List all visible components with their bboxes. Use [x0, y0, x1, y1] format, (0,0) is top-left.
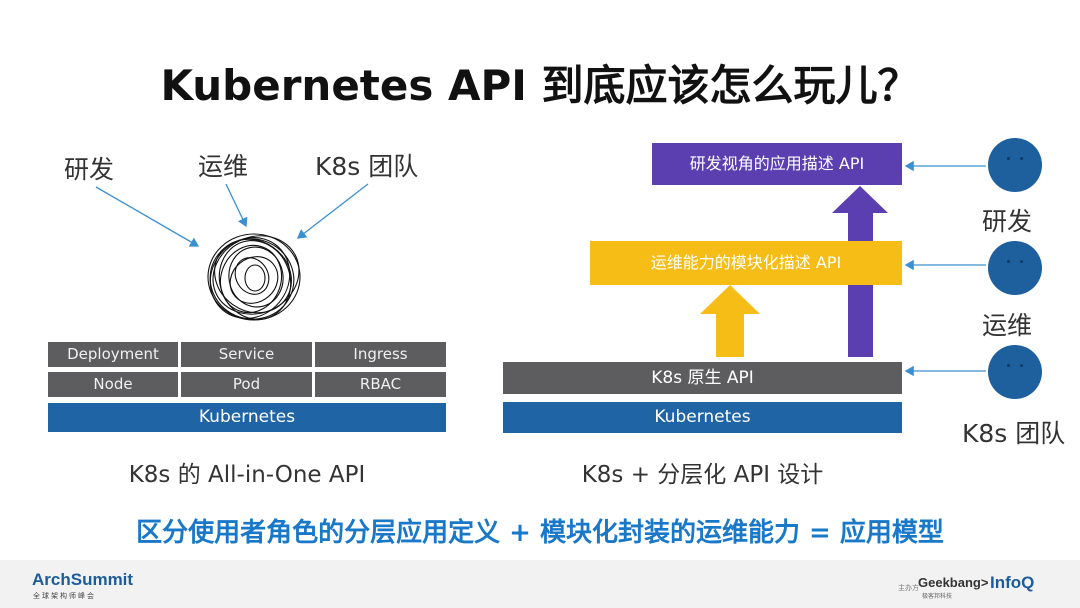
right-caption: K8s + 分层化 API 设计 [581, 462, 824, 488]
api-cell-pod: Pod [181, 372, 312, 397]
k8s-to-blob-line [296, 183, 369, 239]
geekbang-logo-sub: 极客邦科技 [922, 593, 953, 600]
persona-ops-label: 运维 [982, 311, 1033, 340]
dev-to-blob-line [95, 186, 200, 247]
eye-icon [1020, 364, 1023, 367]
api-cell-rbac: RBAC [315, 372, 446, 397]
ops-to-blob-line [225, 183, 248, 228]
eye-icon [1007, 260, 1010, 263]
api-cell-node: Node [48, 372, 178, 397]
archsummit-logo-sub: 全球架构师峰会 [33, 592, 96, 600]
role-label-dev: 研发 [64, 155, 115, 184]
api-cell-deployment: Deployment [48, 342, 178, 367]
tangled-api-scribble [207, 233, 301, 321]
ops-capability-api-box: 运维能力的模块化描述 API [590, 241, 902, 285]
dev-perspective-api-box: 研发视角的应用描述 API [652, 143, 902, 185]
geekbang-logo: Geekbang> [918, 575, 989, 590]
organizer-label: 主办方 [898, 584, 919, 592]
eye-icon [1007, 157, 1010, 160]
slide-title: Kubernetes API 到底应该怎么玩儿？ [160, 61, 920, 110]
persona-k8s-team-label: K8s 团队 [962, 419, 1066, 448]
eye-icon [1020, 157, 1023, 160]
role-label-ops: 运维 [198, 152, 249, 181]
ops-layer-up-arrow [700, 285, 760, 357]
persona-k8s-team-avatar [988, 345, 1042, 399]
archsummit-logo: ArchSummit [32, 570, 134, 589]
eye-icon [1007, 364, 1010, 367]
persona-dev-avatar [988, 138, 1042, 192]
bottom-statement: 区分使用者角色的分层应用定义 + 模块化封装的运维能力 = 应用模型 [136, 518, 944, 548]
persona-dev-label: 研发 [982, 207, 1033, 236]
left-kubernetes-bar: Kubernetes [48, 403, 446, 432]
role-label-k8s-team: K8s 团队 [315, 152, 419, 181]
api-cell-ingress: Ingress [315, 342, 446, 367]
api-cell-service: Service [181, 342, 312, 367]
persona-ops-avatar [988, 241, 1042, 295]
k8s-native-api-bar: K8s 原生 API [503, 362, 902, 394]
footer-bar: ArchSummit 全球架构师峰会 主办方 Geekbang> 极客邦科技 I… [0, 560, 1080, 608]
right-kubernetes-bar: Kubernetes [503, 402, 902, 433]
left-caption: K8s 的 All-in-One API [128, 462, 366, 488]
infoq-logo: InfoQ [990, 573, 1035, 592]
eye-icon [1020, 260, 1023, 263]
